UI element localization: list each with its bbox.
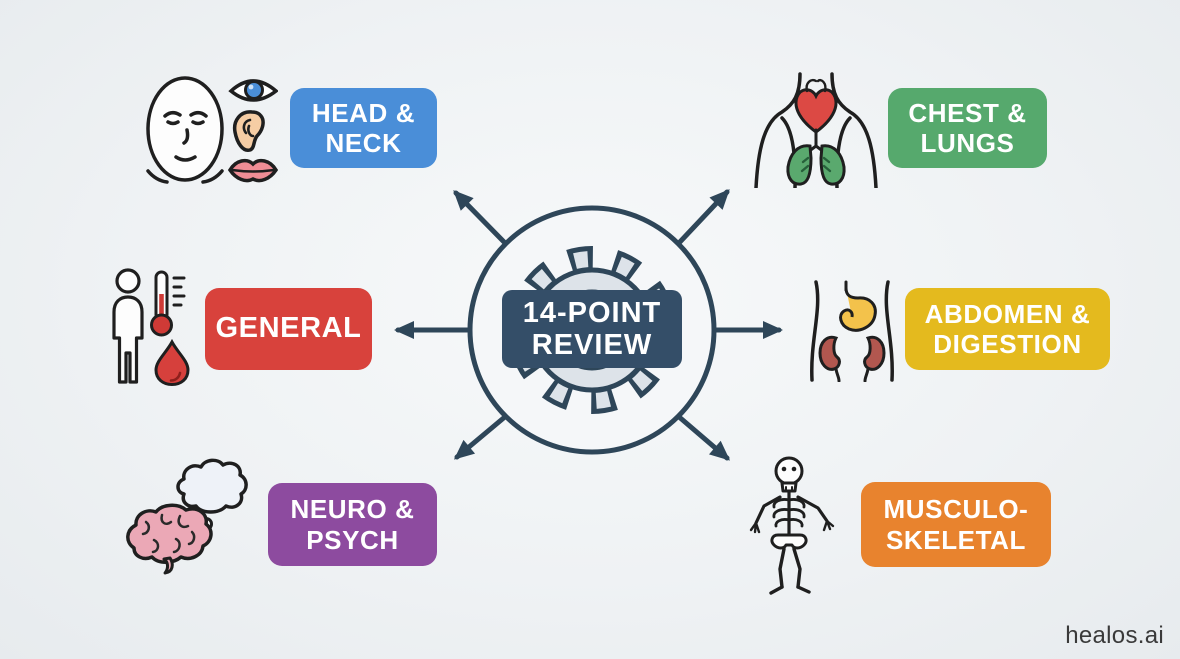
label-line: GENERAL	[215, 312, 362, 345]
label-line: NEURO &	[290, 494, 415, 525]
watermark-brand: healos.ai	[1065, 622, 1164, 649]
label-line: PSYCH	[306, 524, 399, 555]
brain-icon	[126, 503, 213, 575]
label-line: DIGESTION	[933, 329, 1082, 359]
label-line: NECK	[325, 128, 402, 158]
head-neck-label-box: HEAD & NECK	[290, 88, 437, 168]
label-line: HEAD &	[311, 97, 416, 128]
center-title-badge: 14-POINT REVIEW	[502, 290, 682, 368]
abdomen-outline	[810, 280, 894, 382]
neuro-psych-icon-cluster	[126, 458, 248, 575]
blood-drop-icon	[154, 338, 190, 386]
thermometer-icon	[150, 270, 186, 337]
kidneys-icon	[818, 335, 886, 382]
eye-icon	[228, 79, 278, 102]
lips-icon	[227, 158, 278, 183]
person-icon	[112, 268, 144, 384]
label-line: LUNGS	[920, 128, 1015, 158]
arrow-bottom-left	[453, 413, 509, 460]
heart-icon	[794, 78, 838, 134]
lungs-icon	[786, 128, 846, 186]
label-line: SKELETAL	[885, 524, 1027, 555]
stomach-icon	[839, 280, 877, 332]
musculo-skeletal-label-box: MUSCULO- SKELETAL	[861, 482, 1051, 567]
label-line: ABDOMEN &	[924, 298, 1091, 329]
arrow-top-right	[675, 189, 730, 247]
arrow-top-left	[453, 190, 509, 247]
center-title-line1: 14-POINT	[522, 296, 662, 329]
general-label-box: GENERAL	[205, 288, 372, 370]
arrow-bottom-right	[675, 413, 731, 461]
radiating-arrows	[394, 189, 783, 461]
head-neck-icon-cluster	[146, 76, 278, 184]
neuro-psych-label-box: NEURO & PSYCH	[268, 483, 437, 566]
torso-heart-lungs-icon	[754, 72, 878, 188]
face-icon	[146, 76, 224, 184]
center-title-line2: REVIEW	[531, 329, 653, 361]
abdomen-digestion-label-box: ABDOMEN & DIGESTION	[905, 288, 1110, 370]
skeleton-icon	[749, 456, 835, 595]
label-line: CHEST &	[908, 97, 1027, 128]
ear-icon	[232, 110, 265, 152]
label-line: MUSCULO-	[883, 494, 1029, 525]
abdomen-stomach-kidneys-icon	[810, 280, 894, 382]
general-icon-cluster	[112, 268, 190, 386]
chest-lungs-label-box: CHEST & LUNGS	[888, 88, 1047, 168]
